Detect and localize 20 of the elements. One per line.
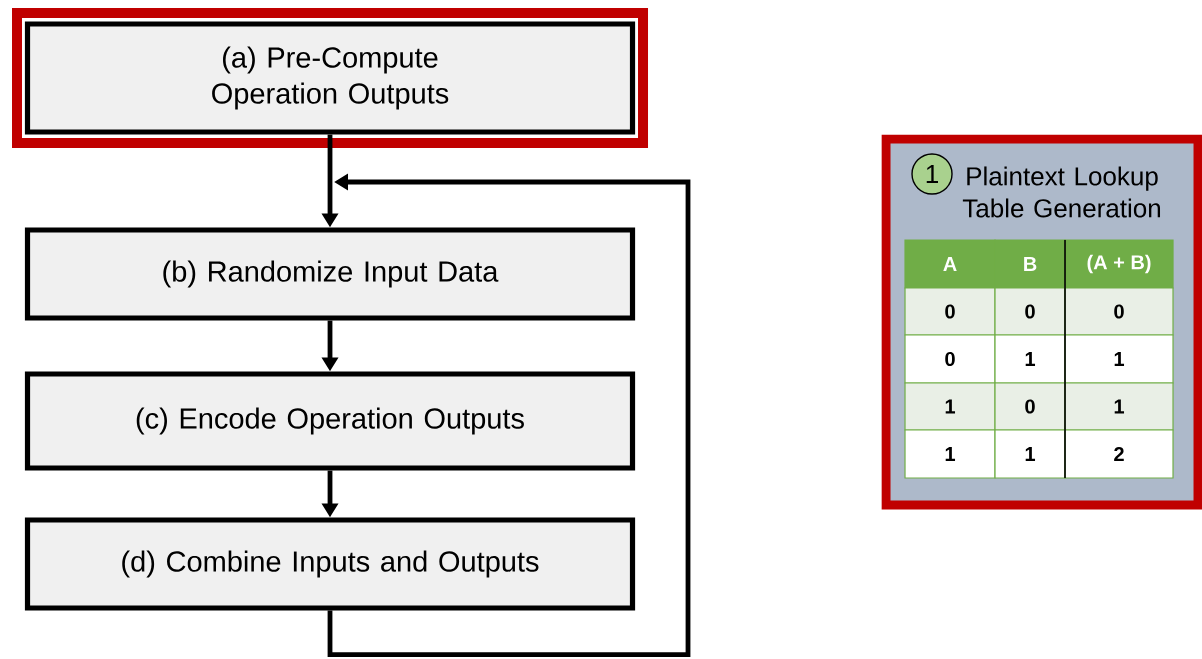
- process-box: (c) Encode Operation Outputs: [24, 371, 636, 471]
- table-header-cell: (A + B): [1064, 239, 1174, 289]
- table-cell: 1: [904, 382, 996, 431]
- table-cell: 1: [994, 429, 1066, 479]
- process-box: (d) Combine Inputs and Outputs: [24, 517, 636, 611]
- table-cell: 0: [1064, 287, 1174, 336]
- table-cell: 0: [994, 382, 1066, 431]
- process-box: (b) Randomize Input Data: [24, 227, 636, 321]
- table-cell: 0: [904, 287, 996, 336]
- table-header-cell: B: [994, 239, 1066, 289]
- table-cell: 1: [904, 429, 996, 479]
- table-cell: 1: [1064, 334, 1174, 384]
- process-box: (a) Pre-Compute Operation Outputs: [24, 21, 636, 135]
- table-cell: 1: [1064, 382, 1174, 431]
- step-number-badge: 1: [911, 153, 953, 195]
- table-cell: 2: [1064, 429, 1174, 479]
- table-cell: 1: [994, 334, 1066, 384]
- table-cell: 0: [994, 287, 1066, 336]
- table-header-cell: A: [904, 239, 996, 289]
- table-cell: 0: [904, 334, 996, 384]
